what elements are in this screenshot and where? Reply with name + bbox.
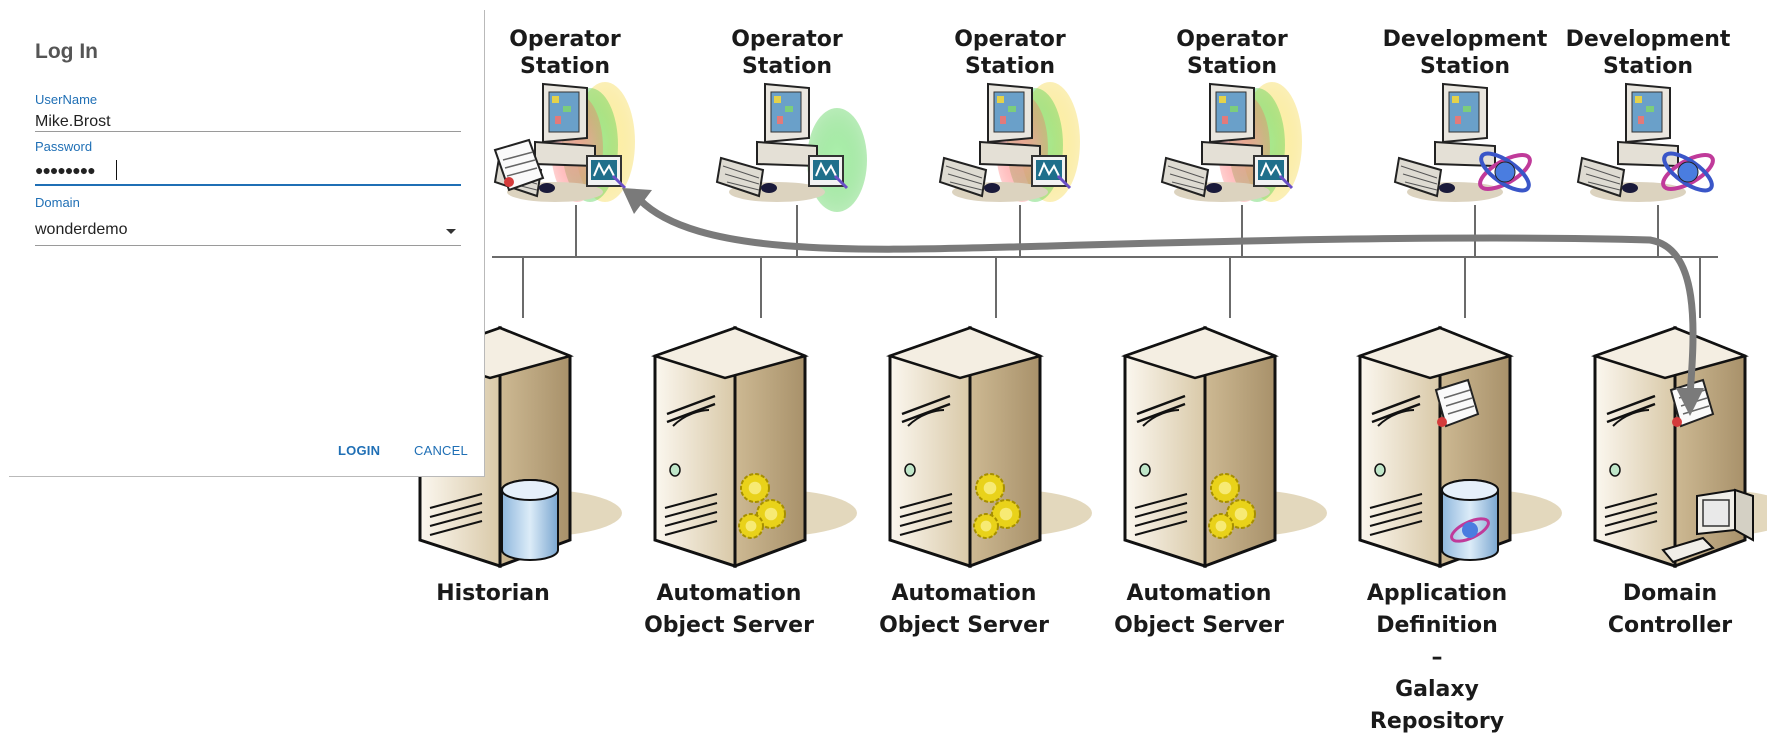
arrowhead-up-icon (622, 188, 652, 214)
station-connectors (575, 205, 1659, 257)
username-label: UserName (35, 92, 98, 107)
server-icon (1356, 325, 1562, 569)
server-icon (651, 325, 857, 569)
server-connectors (522, 257, 1701, 318)
username-field[interactable] (35, 113, 461, 131)
login-button[interactable]: LOGIN (338, 443, 381, 458)
workstation-icon (1576, 82, 1715, 202)
workstation-icon (715, 82, 867, 212)
workstation-icon (493, 82, 635, 202)
arrowhead-down-icon (1676, 388, 1704, 416)
username-underline (35, 131, 461, 132)
dialog-title: Log In (35, 40, 98, 63)
password-underline (35, 184, 461, 186)
workstation-icon (1160, 82, 1302, 202)
authentication-arrow (636, 196, 1697, 399)
server-label: Historian (436, 581, 550, 606)
text-cursor (116, 160, 117, 180)
server-icon (1121, 325, 1327, 569)
domain-select[interactable]: wonderdemo (35, 221, 128, 238)
domain-label: Domain (35, 195, 80, 210)
server-icon (1591, 325, 1767, 569)
workstation-icon (1393, 82, 1532, 202)
password-label: Password (35, 139, 93, 154)
chevron-down-icon[interactable] (446, 229, 456, 234)
password-field[interactable]: ●●●●●●●● (35, 162, 96, 178)
workstation-icon (938, 82, 1080, 202)
server-icon (886, 325, 1092, 569)
login-dialog: Log In UserName Password ●●●●●●●● Domain… (9, 10, 485, 477)
domain-underline (35, 245, 461, 246)
cancel-button[interactable]: CANCEL (414, 443, 468, 458)
